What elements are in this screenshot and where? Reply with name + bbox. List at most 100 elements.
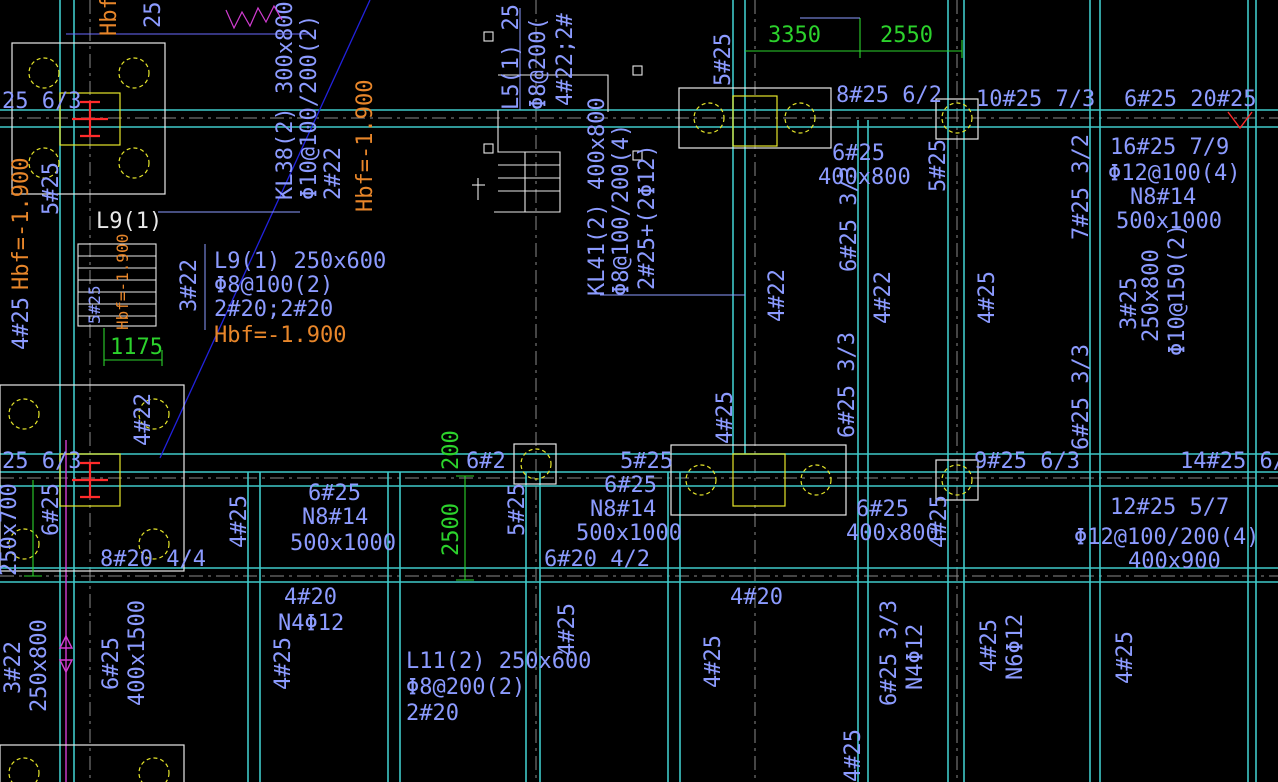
stirrup-label: Φ12@100/200(4) xyxy=(1074,525,1259,550)
piles xyxy=(8,57,973,782)
rebar-label: 5#25 xyxy=(505,483,530,536)
rebar-label: 7#25 3/2 xyxy=(1069,134,1094,240)
rebar-label: N8#14 xyxy=(590,497,656,522)
pile-caps xyxy=(0,42,979,782)
rebar-label: 6#25 xyxy=(856,497,909,522)
column-marker-icon xyxy=(72,461,108,499)
stirrup-label: Φ8@100/200(4) xyxy=(609,124,634,296)
rebar-label: 4#25 xyxy=(927,495,952,548)
break-mark-icon xyxy=(1227,111,1253,130)
pile-circle xyxy=(138,528,170,560)
rebar-label: 6#25 xyxy=(39,483,64,536)
rebar-label: 8#20 4/4 xyxy=(100,547,206,572)
beam-size-label: 400x800 xyxy=(818,165,911,190)
rebar-label: 4#25 xyxy=(227,495,252,548)
rebar-label: 6#20 4/2 xyxy=(544,547,650,572)
marker-square xyxy=(483,31,494,42)
revision-cloud xyxy=(225,4,283,30)
rebar-label: 6#25 xyxy=(832,141,885,166)
rebar-label: 4#22;2# xyxy=(553,13,578,106)
column xyxy=(59,92,121,146)
magenta-guide xyxy=(58,440,74,782)
pile-circle xyxy=(685,464,717,496)
rebar-label: 5#25 xyxy=(620,449,673,474)
rebar-label: N8#14 xyxy=(302,505,368,530)
rebar-label: 6#25 3/3 xyxy=(1069,344,1094,450)
pile-circle xyxy=(784,102,816,134)
pile-circle xyxy=(138,398,170,430)
marker-square xyxy=(483,143,494,154)
pile-cap xyxy=(0,744,185,782)
column-markers xyxy=(72,100,108,499)
beam-label: L9(1) xyxy=(96,209,162,234)
rebar-label: 5#25 xyxy=(85,285,104,324)
beam-label: L9(1) 250x600 xyxy=(214,249,386,274)
stair-box xyxy=(77,243,157,327)
rebar-label: 12#25 5/7 xyxy=(1110,495,1229,520)
pile-cap xyxy=(11,42,166,195)
pile-circle xyxy=(8,398,40,430)
beam-size-label: 250x700 xyxy=(0,483,22,576)
rebar-label: 6#25 xyxy=(308,481,361,506)
rebar-label: 25 6/3 xyxy=(2,89,81,114)
blue-diagonal-line xyxy=(159,0,371,459)
pile-circle xyxy=(118,147,150,179)
rebar-label: 6#2 xyxy=(466,449,506,474)
rebar-label: N4Φ12 xyxy=(903,624,928,690)
dimension-label: 2550 xyxy=(880,23,933,48)
rebar-label: 4#22 xyxy=(871,271,896,324)
column xyxy=(732,453,786,507)
rebar-label: 2#20 xyxy=(406,701,459,726)
rebar-label: 4#25 xyxy=(271,637,296,690)
rebar-label: 4#25 xyxy=(9,297,34,350)
rebar-label: 6#25 3/3 xyxy=(835,332,860,438)
rebar-label: 4#25 xyxy=(1113,631,1138,684)
rebar-label: 4#20 xyxy=(284,585,337,610)
level-label: Hbf=-1.900 xyxy=(353,80,378,212)
beam-label: KL38(2) 300x800 xyxy=(273,1,298,200)
rebar-label: 5#25 xyxy=(39,162,64,215)
column xyxy=(732,95,778,147)
column xyxy=(59,453,121,507)
arrow-up-icon xyxy=(58,634,74,674)
pile-circle xyxy=(941,464,973,496)
pile-circle xyxy=(8,528,40,560)
pile-circle xyxy=(8,757,40,782)
pile-circle xyxy=(520,448,552,480)
pile-cap xyxy=(0,384,185,572)
rebar-label: 4#25 xyxy=(701,635,726,688)
marker-square xyxy=(632,65,643,76)
level-label: Hbf=-1.900 xyxy=(113,234,132,330)
marker-square xyxy=(632,150,643,161)
rebar-label: 25 6/3 xyxy=(2,449,81,474)
rebar-label: 25 xyxy=(141,2,166,29)
pile-circle xyxy=(118,57,150,89)
rebar-label: 8#25 6/2 xyxy=(836,83,942,108)
pile-circle xyxy=(800,464,832,496)
stirrup-label: Φ8@200(2) xyxy=(406,675,525,700)
rebar-label: 4#25 xyxy=(841,729,866,782)
rebar-label: 3#25 xyxy=(1117,277,1142,330)
rebar-label: 5#25 xyxy=(926,139,951,192)
stirrup-label: Φ8@100(2) xyxy=(214,273,333,298)
level-label: Hbf xyxy=(97,0,122,36)
rebar-label: 16#25 7/9 xyxy=(1110,135,1229,160)
stirrup-label: Φ10@150(2) xyxy=(1165,224,1190,356)
beam-label: KL41(2) 400x800 xyxy=(585,97,610,296)
rebar-label: 6#25 3/3 xyxy=(877,600,902,706)
rebar-label: 3#22 xyxy=(1,641,26,694)
rebar-label: 14#25 6/ xyxy=(1180,449,1278,474)
pile-circle xyxy=(138,757,170,782)
rebar-label: 4#25 xyxy=(713,391,738,444)
beam-size-label: 400x800 xyxy=(846,521,939,546)
beam-size-label: 500x1000 xyxy=(576,521,682,546)
pile-cap xyxy=(678,87,832,149)
level-label: Hbf=-1.900 xyxy=(9,158,34,290)
dimension-label: 1175 xyxy=(110,335,163,360)
rebar-label: 4#20 xyxy=(730,585,783,610)
pile-circle xyxy=(28,57,60,89)
pile-cap xyxy=(670,444,847,516)
rebar-label: 6#25 20#25 xyxy=(1124,87,1256,112)
